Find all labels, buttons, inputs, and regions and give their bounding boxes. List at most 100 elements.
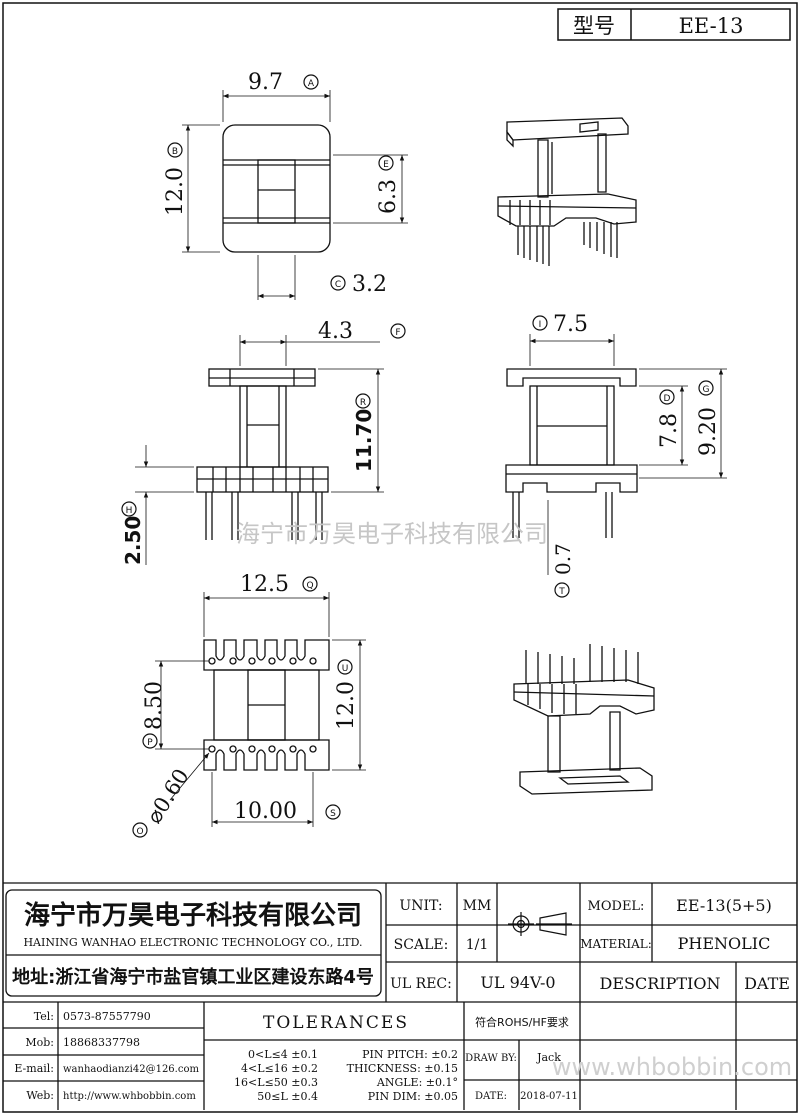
marker-d: [659, 389, 675, 405]
tolerance-row-3: 16<L≤50 ±0.3: [234, 1076, 318, 1089]
marker-c: [330, 275, 346, 291]
ul-rec-value: UL 94V-0: [480, 973, 555, 992]
web-value: http://www.whbobbin.com: [63, 1091, 196, 1102]
company-address: 地址:浙江省海宁市盐官镇工业区建设东路4号: [12, 966, 374, 988]
projection-symbol-icon: [508, 912, 572, 936]
mob-value: 18868337798: [63, 1036, 140, 1049]
model-value: EE-13(5+5): [676, 896, 772, 915]
marker-q: [302, 576, 318, 592]
marker-s-letter: S: [330, 809, 336, 819]
marker-a: [303, 74, 319, 90]
dim-q-value: 12.5: [240, 572, 289, 597]
date-value: 2018-07-11: [520, 1091, 578, 1102]
marker-p-letter: P: [147, 738, 153, 748]
type-value: EE-13: [679, 14, 744, 38]
dim-o-value: ⌀0.60: [142, 765, 194, 828]
dim-p-value: 8.50: [142, 681, 167, 730]
marker-f: [390, 323, 406, 339]
marker-b-letter: B: [172, 147, 178, 157]
dim-b-value: 12.0: [163, 167, 188, 216]
web-label: Web:: [26, 1089, 54, 1102]
description-header: DESCRIPTION: [600, 974, 721, 993]
draw-by-label: DRAW BY:: [465, 1053, 517, 1064]
tel-value: 0573-87557790: [63, 1010, 151, 1023]
unit-value: MM: [463, 898, 492, 914]
scale-value: 1/1: [466, 937, 489, 953]
tolerance-row-4: 50≤L ±0.4: [257, 1090, 318, 1103]
scale-label: SCALE:: [394, 937, 449, 953]
marker-a-letter: A: [308, 79, 315, 89]
front-view-right: [505, 334, 727, 575]
marker-o-letter: O: [136, 827, 143, 837]
marker-s: [325, 804, 341, 820]
marker-o: [132, 822, 148, 838]
title-block-frame: [3, 882, 797, 1110]
marker-t-letter: T: [558, 587, 565, 597]
mob-label: Mob:: [25, 1036, 54, 1049]
marker-d-letter: D: [664, 394, 671, 404]
marker-e: [378, 155, 394, 171]
marker-h-letter: H: [126, 506, 133, 516]
dim-d-value: 7.8: [657, 413, 682, 448]
marker-c-letter: C: [335, 280, 341, 290]
pin-dim: PIN DIM: ±0.05: [368, 1090, 458, 1103]
marker-i-letter: I: [539, 320, 542, 330]
top-view: [182, 90, 408, 300]
marker-u: [337, 659, 353, 675]
dim-s-value: 10.00: [234, 799, 297, 824]
type-title-block: 型号 EE-13: [557, 8, 791, 41]
marker-h: [121, 501, 137, 517]
pin-pitch: PIN PITCH: ±0.2: [362, 1048, 458, 1061]
type-label: 型号: [573, 14, 615, 38]
dim-u-value: 12.0: [334, 681, 359, 730]
model-label: MODEL:: [588, 899, 645, 914]
date-header: DATE: [744, 974, 790, 993]
unit-label: UNIT:: [399, 898, 442, 914]
marker-e-letter: E: [383, 160, 389, 170]
date-label: DATE:: [475, 1091, 507, 1102]
dim-r-value: 11.70: [352, 409, 376, 472]
marker-b: [167, 142, 183, 158]
marker-q-letter: Q: [306, 581, 313, 591]
tolerances-title: TOLERANCES: [263, 1013, 409, 1033]
dim-f-value: 4.3: [318, 319, 353, 344]
ul-rec-label: UL REC:: [390, 976, 452, 992]
dim-a-value: 9.7: [248, 70, 283, 95]
thickness: THICKNESS: ±0.15: [347, 1062, 458, 1075]
bottom-view: [155, 592, 366, 827]
dim-h-value: 2.50: [121, 516, 145, 565]
dim-g-value: 9.20: [696, 407, 721, 456]
company-name-cn: 海宁市万昊电子科技有限公司: [24, 900, 362, 931]
marker-r: [355, 393, 371, 409]
side-view-left: [135, 335, 384, 565]
marker-g: [698, 380, 714, 396]
rohs-note: 符合ROHS/HF要求: [475, 1015, 569, 1029]
dim-t-value: 0.7: [551, 543, 575, 575]
center-watermark: 海宁市万昊电子科技有限公司: [236, 520, 548, 548]
email-value: wanhaodianzi42@126.com: [63, 1064, 199, 1075]
material-value: PHENOLIC: [678, 934, 771, 953]
marker-p: [142, 733, 158, 749]
draw-by-value: Jack: [536, 1051, 561, 1064]
dim-e-value: 6.3: [376, 179, 401, 214]
email-label: E-mail:: [14, 1062, 54, 1075]
marker-r-letter: R: [360, 398, 366, 408]
dim-i-value: 7.5: [553, 312, 588, 337]
material-label: MATERIAL:: [580, 937, 652, 951]
tel-label: Tel:: [34, 1010, 54, 1023]
footer-watermark: www.whbobbin.com: [552, 1053, 792, 1081]
company-name-en: HAINING WANHAO ELECTRONIC TECHNOLOGY CO.…: [23, 936, 362, 949]
iso-view-bottom: [513, 644, 655, 795]
marker-t: [554, 582, 570, 598]
tolerance-row-2: 4<L≤16 ±0.2: [241, 1062, 318, 1075]
angle: ANGLE: ±0.1°: [376, 1076, 458, 1089]
tolerance-row-1: 0<L≤4 ±0.1: [248, 1048, 318, 1061]
iso-view-top: [497, 117, 637, 266]
marker-i: [532, 315, 548, 331]
marker-u-letter: U: [342, 664, 349, 674]
marker-g-letter: G: [703, 385, 710, 395]
marker-f-letter: F: [395, 328, 400, 338]
dim-c-value: 3.2: [352, 272, 387, 297]
